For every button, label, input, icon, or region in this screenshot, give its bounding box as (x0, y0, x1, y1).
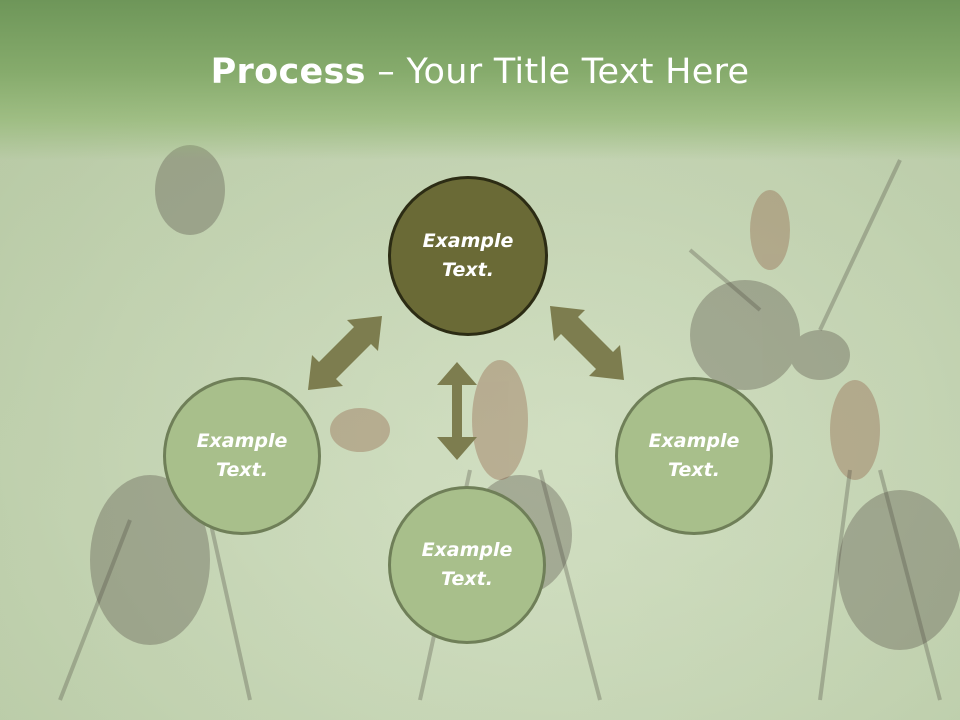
node-right-label: Example Text. (648, 430, 740, 481)
slide-title: Process – Your Title Text Here (0, 52, 960, 92)
center-node-top: Example Text. (388, 176, 548, 336)
title-bar (0, 0, 960, 160)
node-bottom-label: Example Text. (421, 539, 513, 590)
arrow-vertical (437, 362, 477, 460)
arrow-top-right (550, 306, 624, 380)
arrow-top-left (308, 316, 382, 390)
node-top-label: Example Text. (422, 230, 514, 281)
node-left-label: Example Text. (196, 430, 288, 481)
node-right: Example Text. (615, 377, 773, 535)
title-rest: – Your Title Text Here (365, 52, 750, 92)
title-bold: Process (210, 52, 366, 92)
node-left: Example Text. (163, 377, 321, 535)
node-bottom: Example Text. (388, 486, 546, 644)
